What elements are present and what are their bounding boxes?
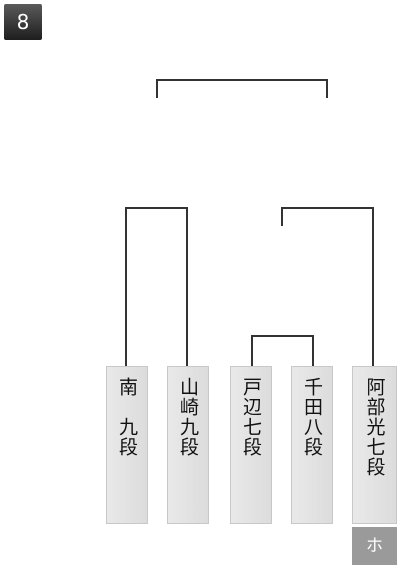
player-card-abe[interactable]: 阿部光七段 xyxy=(352,366,397,524)
player-name: 千田八段 xyxy=(301,377,323,457)
player-card-minami[interactable]: 南 九段 xyxy=(106,366,148,524)
bracket-number-badge: 8 xyxy=(4,4,42,40)
player-name: 阿部光七段 xyxy=(363,377,386,477)
final-bracket-line xyxy=(156,79,328,98)
player-name: 山崎九段 xyxy=(177,377,199,457)
player-name: 戸辺七段 xyxy=(240,377,262,457)
match-winner-abe-line xyxy=(281,207,374,366)
match-minami-yamazaki-line xyxy=(125,207,188,366)
seed-marker-badge: ホ xyxy=(352,527,397,565)
match-tobe-senda-line xyxy=(251,335,314,366)
player-name: 南 九段 xyxy=(116,377,138,457)
player-card-tobe[interactable]: 戸辺七段 xyxy=(230,366,272,524)
player-card-yamazaki[interactable]: 山崎九段 xyxy=(167,366,209,524)
player-card-senda[interactable]: 千田八段 xyxy=(291,366,333,524)
